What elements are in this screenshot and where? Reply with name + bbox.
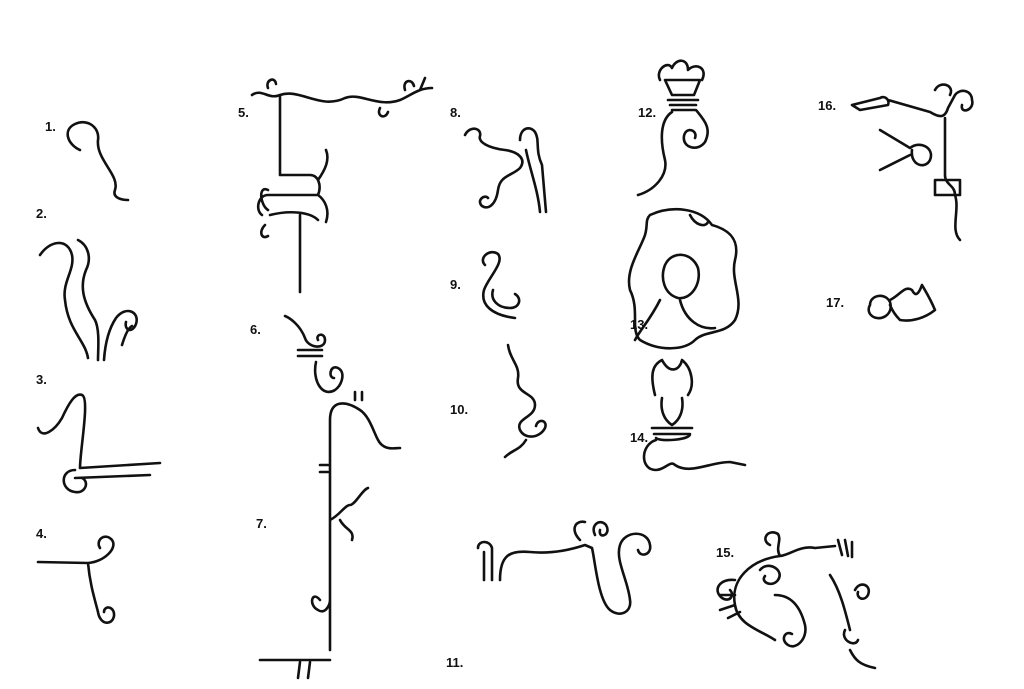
motif-9 xyxy=(481,250,521,320)
label-5: 5. xyxy=(238,105,249,120)
motif-11 xyxy=(476,520,652,615)
motif-15 xyxy=(716,531,877,670)
label-8: 8. xyxy=(450,105,461,120)
motif-4 xyxy=(36,535,116,624)
label-14: 14. xyxy=(630,430,648,445)
motif-3 xyxy=(36,393,162,494)
label-1: 1. xyxy=(45,119,56,134)
label-4: 4. xyxy=(36,526,47,541)
label-12: 12. xyxy=(638,105,656,120)
label-2: 2. xyxy=(36,206,47,221)
motif-16 xyxy=(850,83,974,242)
motif-6 xyxy=(283,314,344,394)
label-15: 15. xyxy=(716,545,734,560)
motif-17 xyxy=(867,283,937,322)
label-16: 16. xyxy=(818,98,836,113)
motif-2 xyxy=(38,238,138,362)
label-17: 17. xyxy=(826,295,844,310)
motif-10 xyxy=(503,343,547,459)
label-6: 6. xyxy=(250,322,261,337)
motif-1 xyxy=(66,120,130,202)
motif-7 xyxy=(258,390,402,680)
motif-5 xyxy=(250,76,434,294)
label-11: 11. xyxy=(446,655,463,670)
motif-13 xyxy=(627,208,740,350)
label-7: 7. xyxy=(256,516,267,531)
motif-8 xyxy=(463,127,548,214)
label-10: 10. xyxy=(450,402,468,417)
motif-14 xyxy=(642,358,747,472)
label-9: 9. xyxy=(450,277,461,292)
motif-12 xyxy=(636,59,709,197)
label-3: 3. xyxy=(36,372,47,387)
